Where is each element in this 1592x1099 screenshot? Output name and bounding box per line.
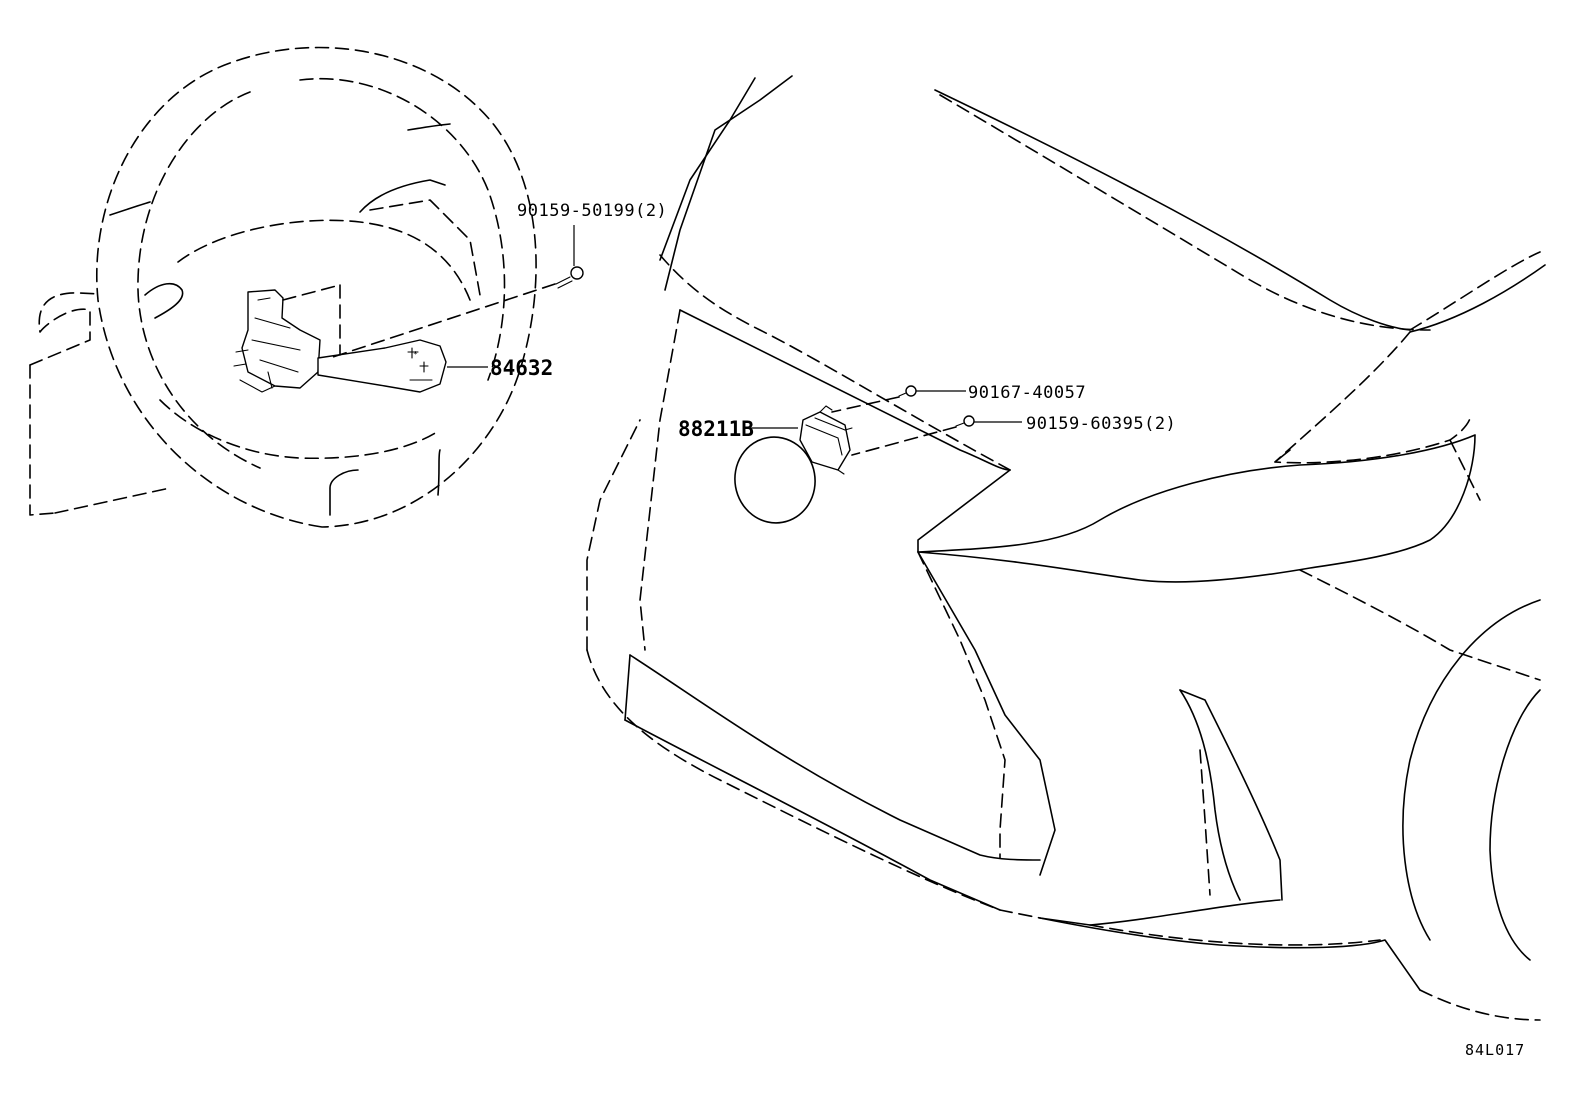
callout-90159-50199: 90159-50199(2) [517, 201, 667, 221]
callout-88211B: 88211B [678, 417, 754, 441]
vehicle-front [586, 75, 1546, 1021]
sensor-bolt-upper [831, 385, 966, 413]
svg-text:*: * [413, 350, 419, 359]
diagram-code: 84L017 [1465, 1041, 1525, 1059]
callout-84632: 84632 [490, 356, 553, 380]
callout-90167-40057: 90167-40057 [968, 383, 1086, 403]
steering-wheel [29, 46, 537, 528]
steering-bolt [282, 225, 584, 359]
callout-90159-60395: 90159-60395(2) [1026, 414, 1176, 434]
radar-sensor-module [799, 405, 853, 475]
sensor-bolt-lower [851, 415, 1022, 456]
combination-switch: * [233, 289, 447, 393]
